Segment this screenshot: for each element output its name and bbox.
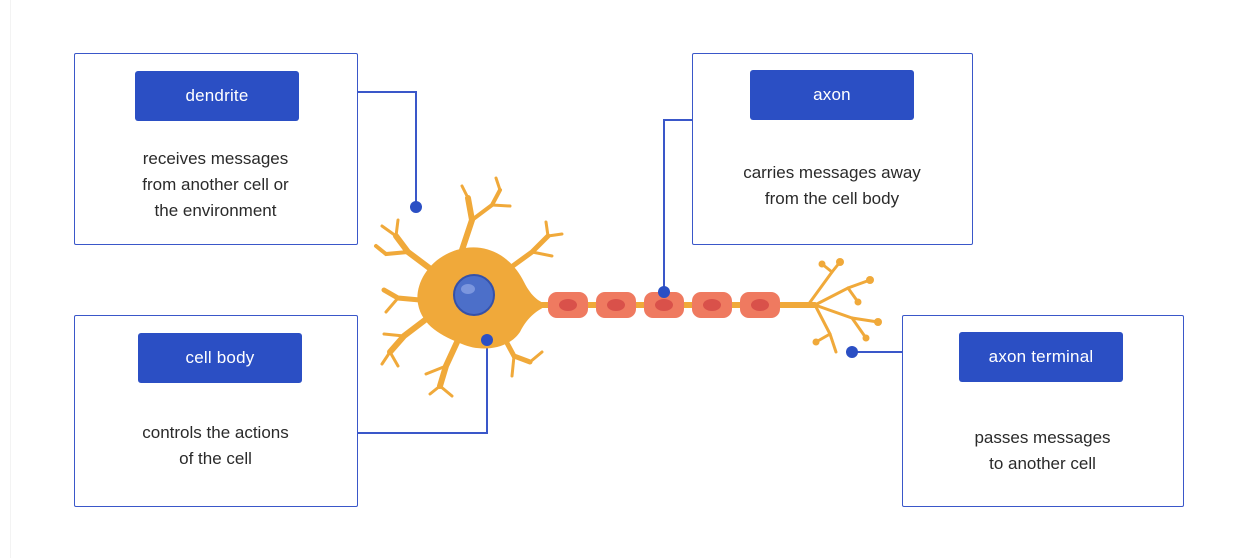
myelin-node xyxy=(751,299,769,311)
cell-body-card: cell body controls the actions of the ce… xyxy=(74,315,358,507)
axon-terminal-card: axon terminal passes messages to another… xyxy=(902,315,1184,507)
dendrite-label: dendrite xyxy=(135,71,299,121)
cell-body-connector xyxy=(358,340,488,434)
axon-label: axon xyxy=(750,70,914,120)
dendrite-dot xyxy=(410,201,422,213)
axon-terminal-knobs xyxy=(812,258,882,346)
myelin-sheath xyxy=(548,292,780,318)
axon-description: carries messages away from the cell body xyxy=(743,163,921,208)
axon-terminal-description: passes messages to another cell xyxy=(974,428,1111,473)
axon-terminal-label: axon terminal xyxy=(959,332,1123,382)
dendrite-card: dendrite receives messages from another … xyxy=(74,53,358,245)
myelin-node xyxy=(607,299,625,311)
nucleus xyxy=(453,274,495,316)
myelin-node xyxy=(655,299,673,311)
axon-connector xyxy=(663,119,692,292)
nucleus-highlight xyxy=(461,284,475,294)
page-left-edge xyxy=(10,0,11,558)
cell-body-description: controls the actions of the cell xyxy=(142,423,289,468)
neuron-illustration xyxy=(374,176,882,398)
connector-lines xyxy=(358,91,902,434)
connector-dots xyxy=(410,201,858,358)
dendrite-connector xyxy=(358,91,417,207)
myelin-node xyxy=(559,299,577,311)
dendrite-description: receives messages from another cell or t… xyxy=(142,149,289,220)
myelin-node xyxy=(703,299,721,311)
cell-body-label: cell body xyxy=(138,333,302,383)
axon-card: axon carries messages away from the cell… xyxy=(692,53,973,245)
axon-terminal-dot xyxy=(846,346,858,358)
axon-dot xyxy=(658,286,670,298)
cell-body-dot xyxy=(481,334,493,346)
